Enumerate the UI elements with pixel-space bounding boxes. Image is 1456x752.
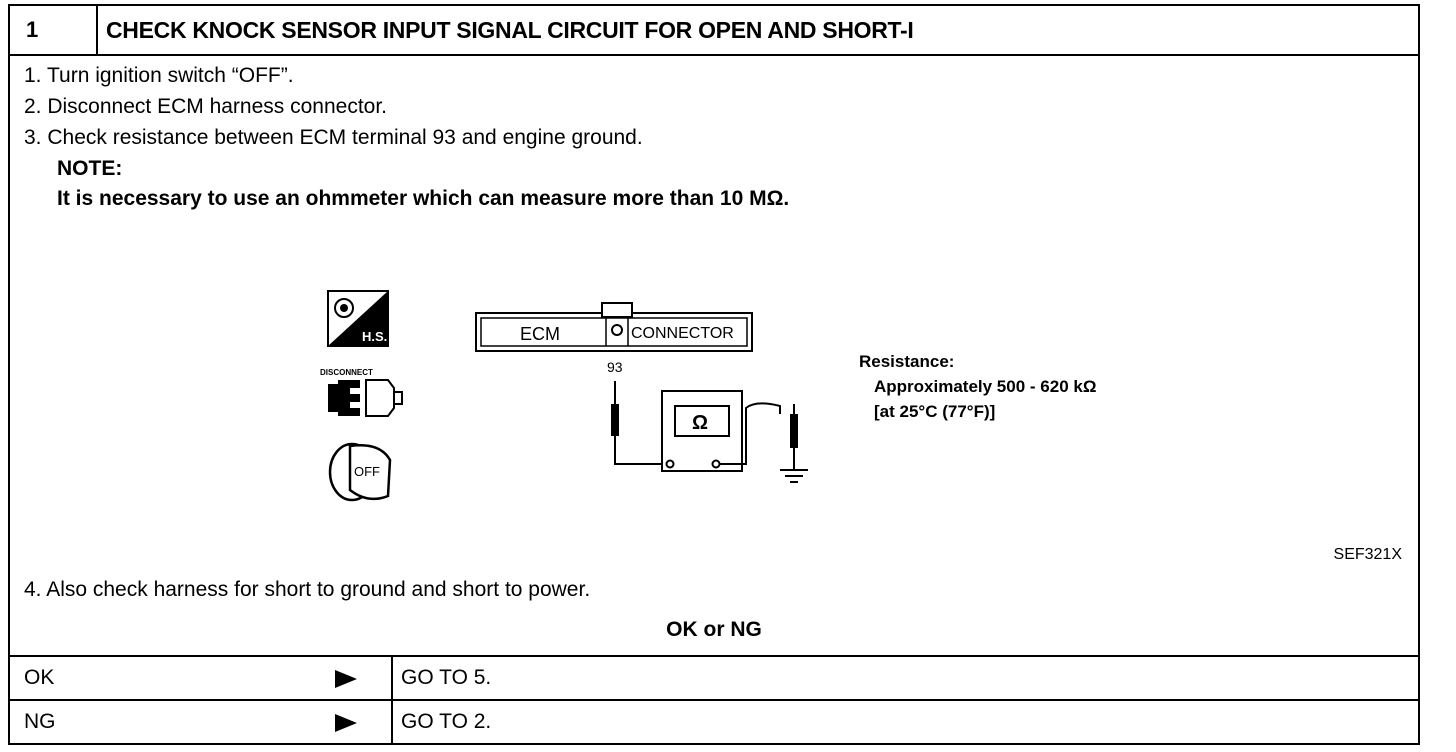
step-header: 1 CHECK KNOCK SENSOR INPUT SIGNAL CIRCUI… bbox=[10, 6, 1418, 56]
step-4: 4. Also check harness for short to groun… bbox=[24, 578, 591, 601]
procedure-table: 1 CHECK KNOCK SENSOR INPUT SIGNAL CIRCUI… bbox=[8, 4, 1420, 745]
figure-ref: SEF321X bbox=[1333, 546, 1402, 563]
step-1: 1. Turn ignition switch “OFF”. bbox=[24, 64, 294, 87]
ohmmeter: Ω bbox=[661, 390, 743, 472]
disconnect-icon: DISCONNECT bbox=[320, 368, 403, 417]
ground-symbol bbox=[780, 469, 808, 483]
arrow-right-icon bbox=[335, 714, 357, 732]
result-row-ok: OK GO TO 5. bbox=[10, 655, 1418, 699]
ecm-connector: ECM CONNECTOR 93 bbox=[475, 302, 753, 375]
terminal-label: 93 bbox=[607, 359, 623, 375]
connector-right-label: CONNECTOR bbox=[631, 325, 734, 342]
result-action: GO TO 2. bbox=[391, 701, 491, 743]
resistance-label: Resistance: bbox=[859, 352, 955, 371]
ok-or-ng-question: OK or NG bbox=[666, 618, 762, 641]
note-label: NOTE: bbox=[57, 157, 123, 180]
note-text: It is necessary to use an ohmmeter which… bbox=[57, 187, 790, 210]
step-title: CHECK KNOCK SENSOR INPUT SIGNAL CIRCUIT … bbox=[106, 17, 914, 43]
result-key: OK bbox=[24, 666, 55, 689]
result-row-ng: NG GO TO 2. bbox=[10, 699, 1418, 743]
step-2: 2. Disconnect ECM harness connector. bbox=[24, 95, 388, 118]
resistance-condition: [at 25°C (77°F)] bbox=[874, 402, 996, 421]
hs-icon: H.S. bbox=[327, 290, 389, 347]
result-key: NG bbox=[24, 710, 56, 733]
result-action: GO TO 5. bbox=[391, 657, 491, 699]
disconnect-label: DISCONNECT bbox=[320, 368, 373, 377]
arrow-right-icon bbox=[335, 670, 357, 688]
hs-label: H.S. bbox=[362, 329, 387, 344]
step-3: 3. Check resistance between ECM terminal… bbox=[24, 126, 643, 149]
step-number: 1 bbox=[10, 6, 98, 54]
ignition-off-icon: OFF bbox=[328, 442, 392, 502]
ohm-symbol: Ω bbox=[692, 412, 708, 434]
connector-left-label: ECM bbox=[520, 324, 560, 344]
circuit-diagram: H.S. DISCONNECT OFF ECM CONNECTO bbox=[320, 290, 808, 502]
resistance-value: Approximately 500 - 620 kΩ bbox=[874, 377, 1097, 396]
off-label: OFF bbox=[354, 464, 380, 479]
